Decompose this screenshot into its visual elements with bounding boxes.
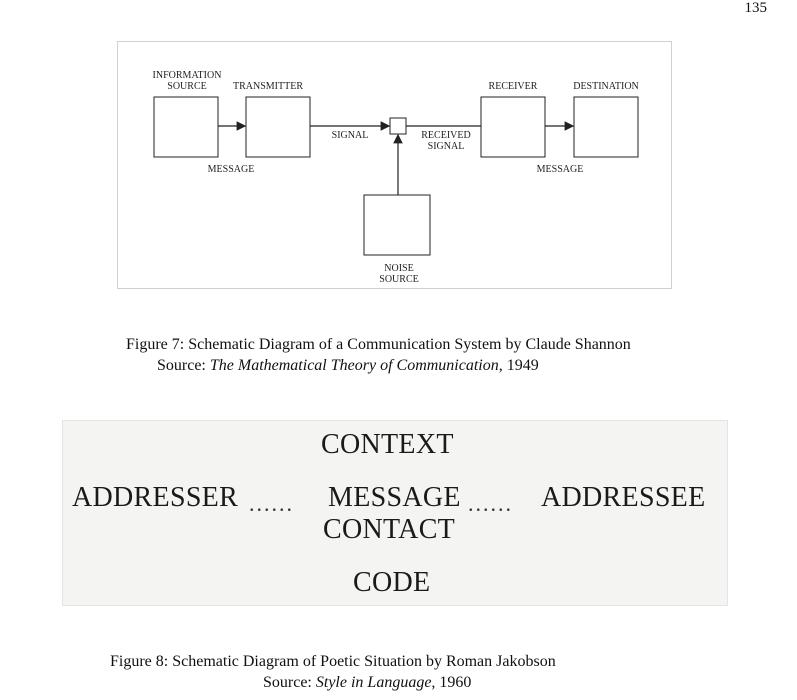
transmitter-box (245, 96, 311, 158)
figure8-source-year: 1960 (435, 674, 472, 691)
transmitter-label: TRANSMITTER (233, 81, 303, 92)
noise-source-label-line1: NOISE (384, 263, 413, 274)
message-left-label: MESSAGE (208, 164, 255, 175)
figure8-caption: Figure 8: Schematic Diagram of Poetic Si… (110, 653, 556, 670)
message-right-label: MESSAGE (537, 164, 584, 175)
channel-box (389, 117, 407, 135)
receiver-label: RECEIVER (489, 81, 538, 92)
figure7-source: Source: The Mathematical Theory of Commu… (157, 355, 539, 376)
received-signal-label-line2: SIGNAL (428, 141, 465, 152)
addresser-dots: ...... (249, 491, 294, 516)
addresser-label: ADDRESSER (72, 482, 239, 513)
page-number: 135 (744, 0, 768, 16)
figure8-source-prefix: Source: (263, 674, 316, 691)
code-label: CODE (353, 567, 431, 598)
message-label: MESSAGE (328, 482, 461, 513)
receiver-box (480, 96, 546, 158)
information-source-box (153, 96, 219, 158)
figure7-source-title: The Mathematical Theory of Communication (209, 357, 499, 374)
context-label: CONTEXT (321, 429, 454, 460)
figure7-source-prefix: Source: (157, 357, 210, 374)
information-source-label-line1: INFORMATION (153, 70, 222, 81)
figure7-caption: Figure 7: Schematic Diagram of a Communi… (126, 336, 631, 353)
shannon-diagram: INFORMATION SOURCE TRANSMITTER RECEIVER … (117, 41, 672, 289)
shannon-diagram-svg: INFORMATION SOURCE TRANSMITTER RECEIVER … (153, 70, 639, 285)
figure8-source-title: Style in Language, (315, 674, 436, 691)
noise-source-label-line2: SOURCE (379, 274, 418, 285)
destination-label: DESTINATION (573, 81, 639, 92)
figure8-source: Source: Style in Language, 1960 (263, 672, 471, 693)
signal-label: SIGNAL (332, 130, 369, 141)
addressee-dots: ...... (468, 491, 513, 516)
received-signal-label-line1: RECEIVED (421, 130, 470, 141)
addressee-label: ADDRESSEE (541, 482, 706, 513)
figure7-source-year: , 1949 (498, 357, 539, 374)
contact-label: CONTACT (323, 514, 456, 545)
noise-source-box (363, 194, 431, 256)
jakobson-diagram: CONTEXT ADDRESSER ...... MESSAGE ...... … (62, 420, 728, 606)
destination-box (573, 96, 639, 158)
information-source-label-line2: SOURCE (167, 81, 206, 92)
